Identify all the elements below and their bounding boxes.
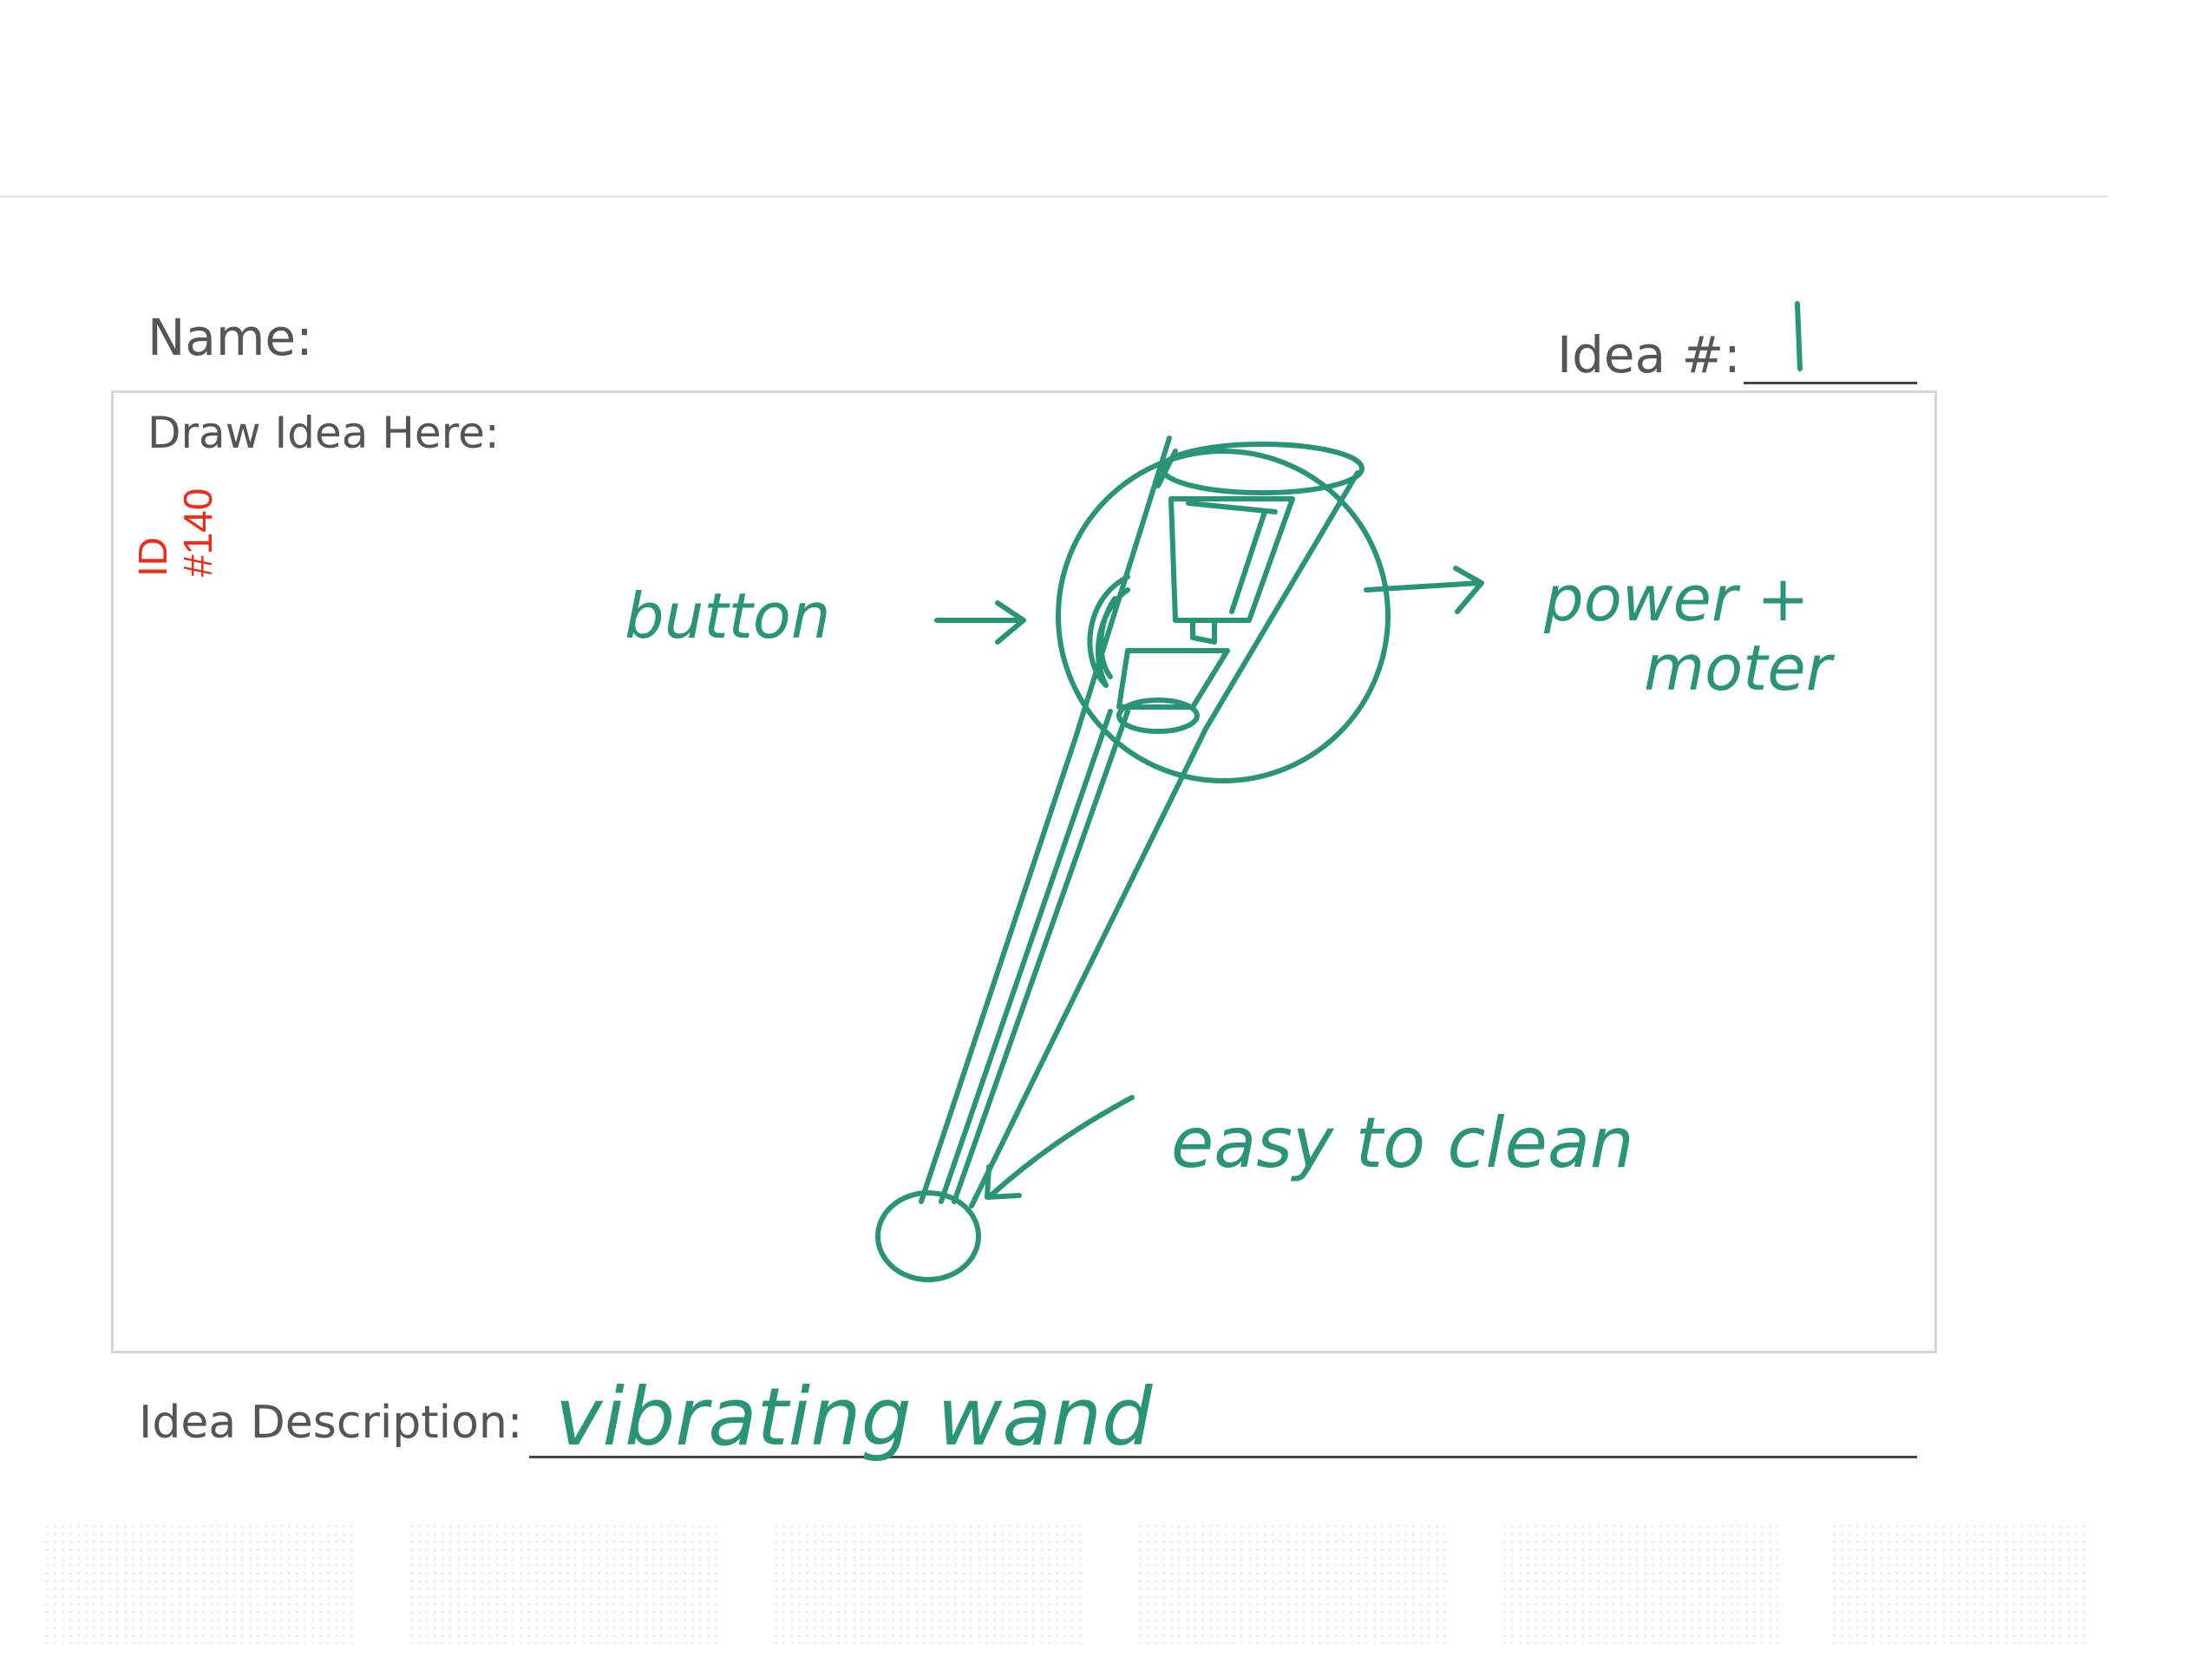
button-arrow (937, 603, 1024, 642)
annotation-power-line1: power + (1543, 562, 1810, 635)
annotation-power-line2: moter (1644, 632, 1836, 704)
clean-arrow (987, 1097, 1132, 1197)
motor-block (1119, 651, 1227, 707)
wand-ball-tip (878, 1193, 978, 1280)
annotation-button: button (625, 580, 830, 652)
scan-artifact-strip (43, 1523, 2125, 1644)
motor-connector (1193, 620, 1214, 642)
wand-top-cap (1162, 444, 1362, 493)
idea-number-value: 1 (1778, 297, 1828, 388)
annotation-easy-to-clean: easy to clean (1171, 1103, 1634, 1183)
idea-description-value: vibrating wand (555, 1371, 1153, 1464)
wand-body (921, 438, 1169, 1202)
power-block (1171, 499, 1293, 620)
